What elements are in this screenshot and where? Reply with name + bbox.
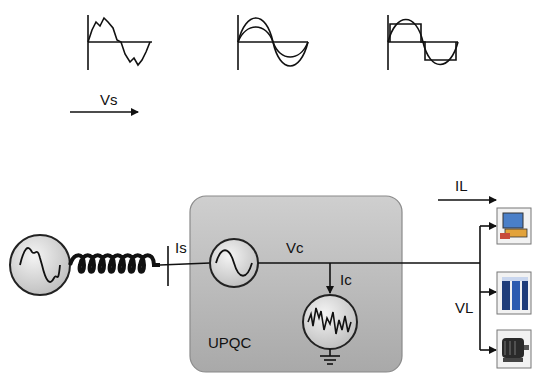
battery-icon	[497, 272, 531, 314]
current-label: Is	[175, 240, 187, 255]
upqc-box: UPQC	[190, 196, 402, 372]
computer-icon	[497, 208, 531, 244]
voltage-label: Vc	[286, 240, 304, 255]
current-label: IL	[455, 178, 468, 193]
motor-icon	[497, 330, 531, 368]
node-title: UPQC	[208, 335, 251, 350]
current-label: Ic	[340, 272, 352, 287]
voltage-label: Vs	[100, 92, 118, 107]
voltage-label: VL	[455, 300, 473, 315]
